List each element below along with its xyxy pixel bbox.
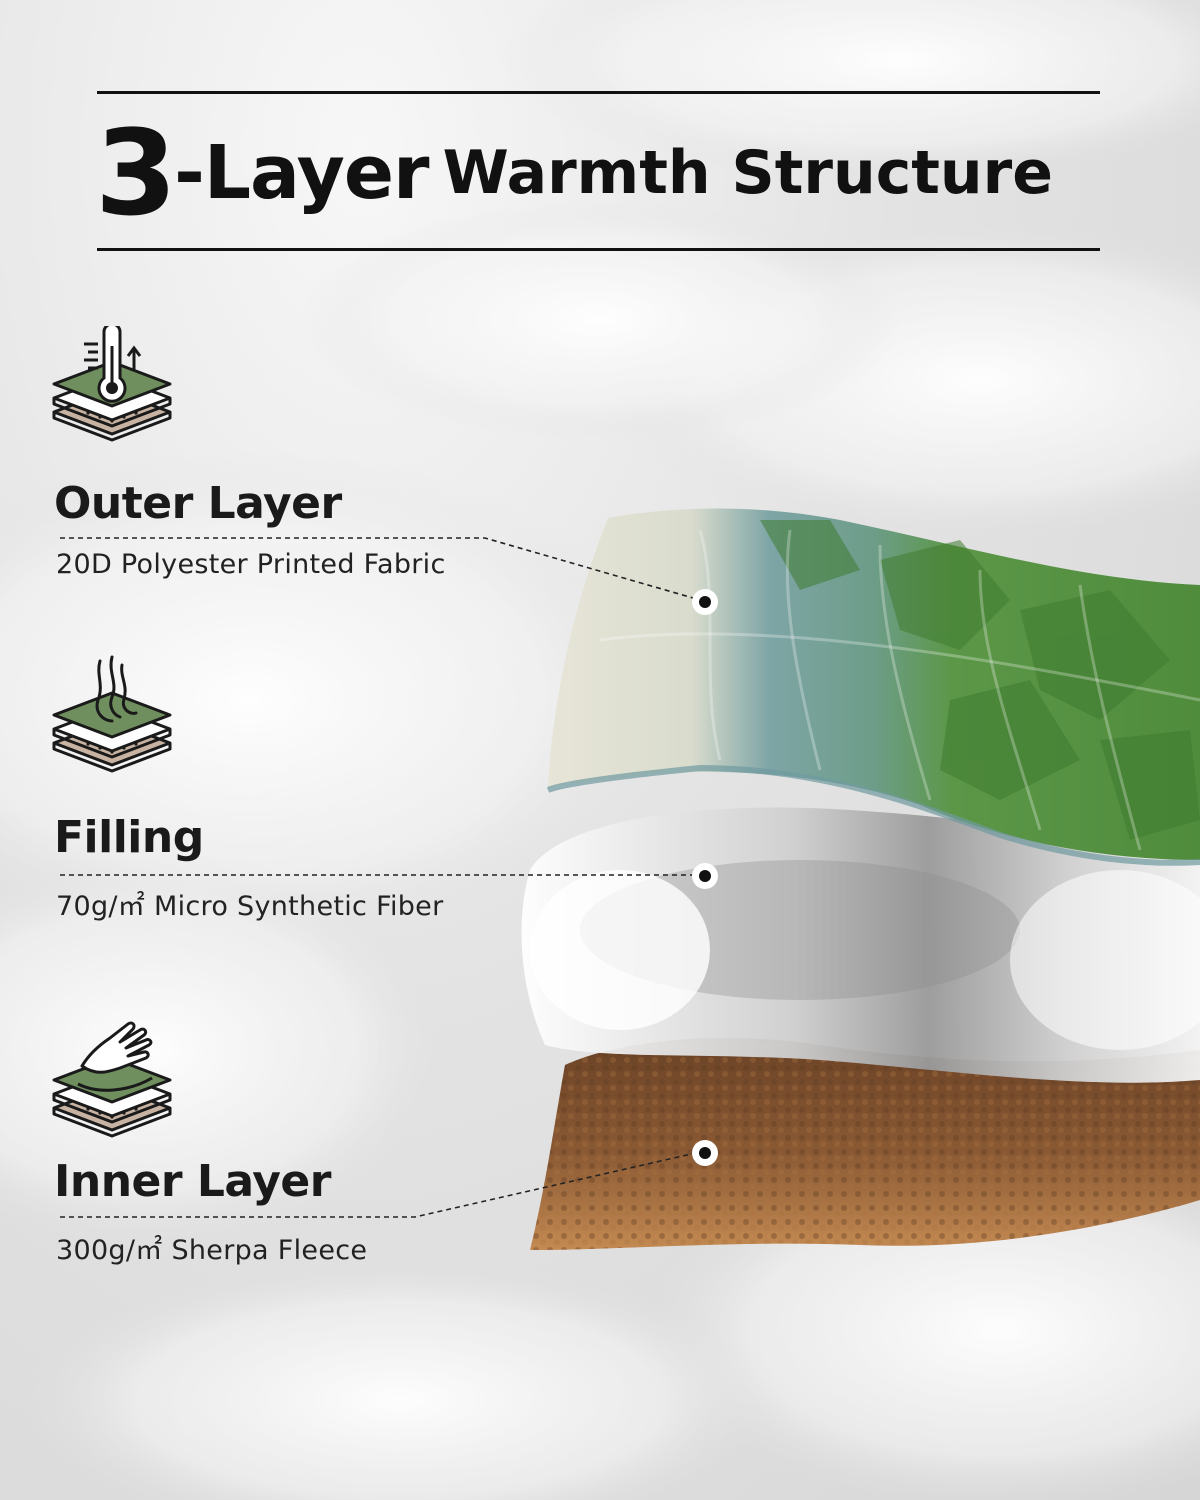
filling-title: Filling bbox=[54, 812, 204, 863]
outer-layer-description: 20D Polyester Printed Fabric bbox=[56, 549, 446, 580]
fiber-layers-icon bbox=[52, 655, 172, 773]
outer-layer-title: Outer Layer bbox=[54, 478, 342, 529]
filling-description: 70g/㎡ Micro Synthetic Fiber bbox=[56, 891, 444, 922]
inner-layer-title: Inner Layer bbox=[54, 1156, 331, 1207]
hand-layers-icon bbox=[52, 1021, 172, 1138]
title-rule-bottom bbox=[97, 248, 1100, 251]
title-number: 3 bbox=[95, 104, 177, 242]
title-rule-top bbox=[97, 91, 1100, 94]
title-rest: Warmth Structure bbox=[442, 138, 1053, 208]
inner-layer-description: 300g/㎡ Sherpa Fleece bbox=[56, 1235, 368, 1266]
thermometer-layers-icon bbox=[52, 326, 172, 442]
title-layer-word: -Layer bbox=[174, 130, 429, 216]
